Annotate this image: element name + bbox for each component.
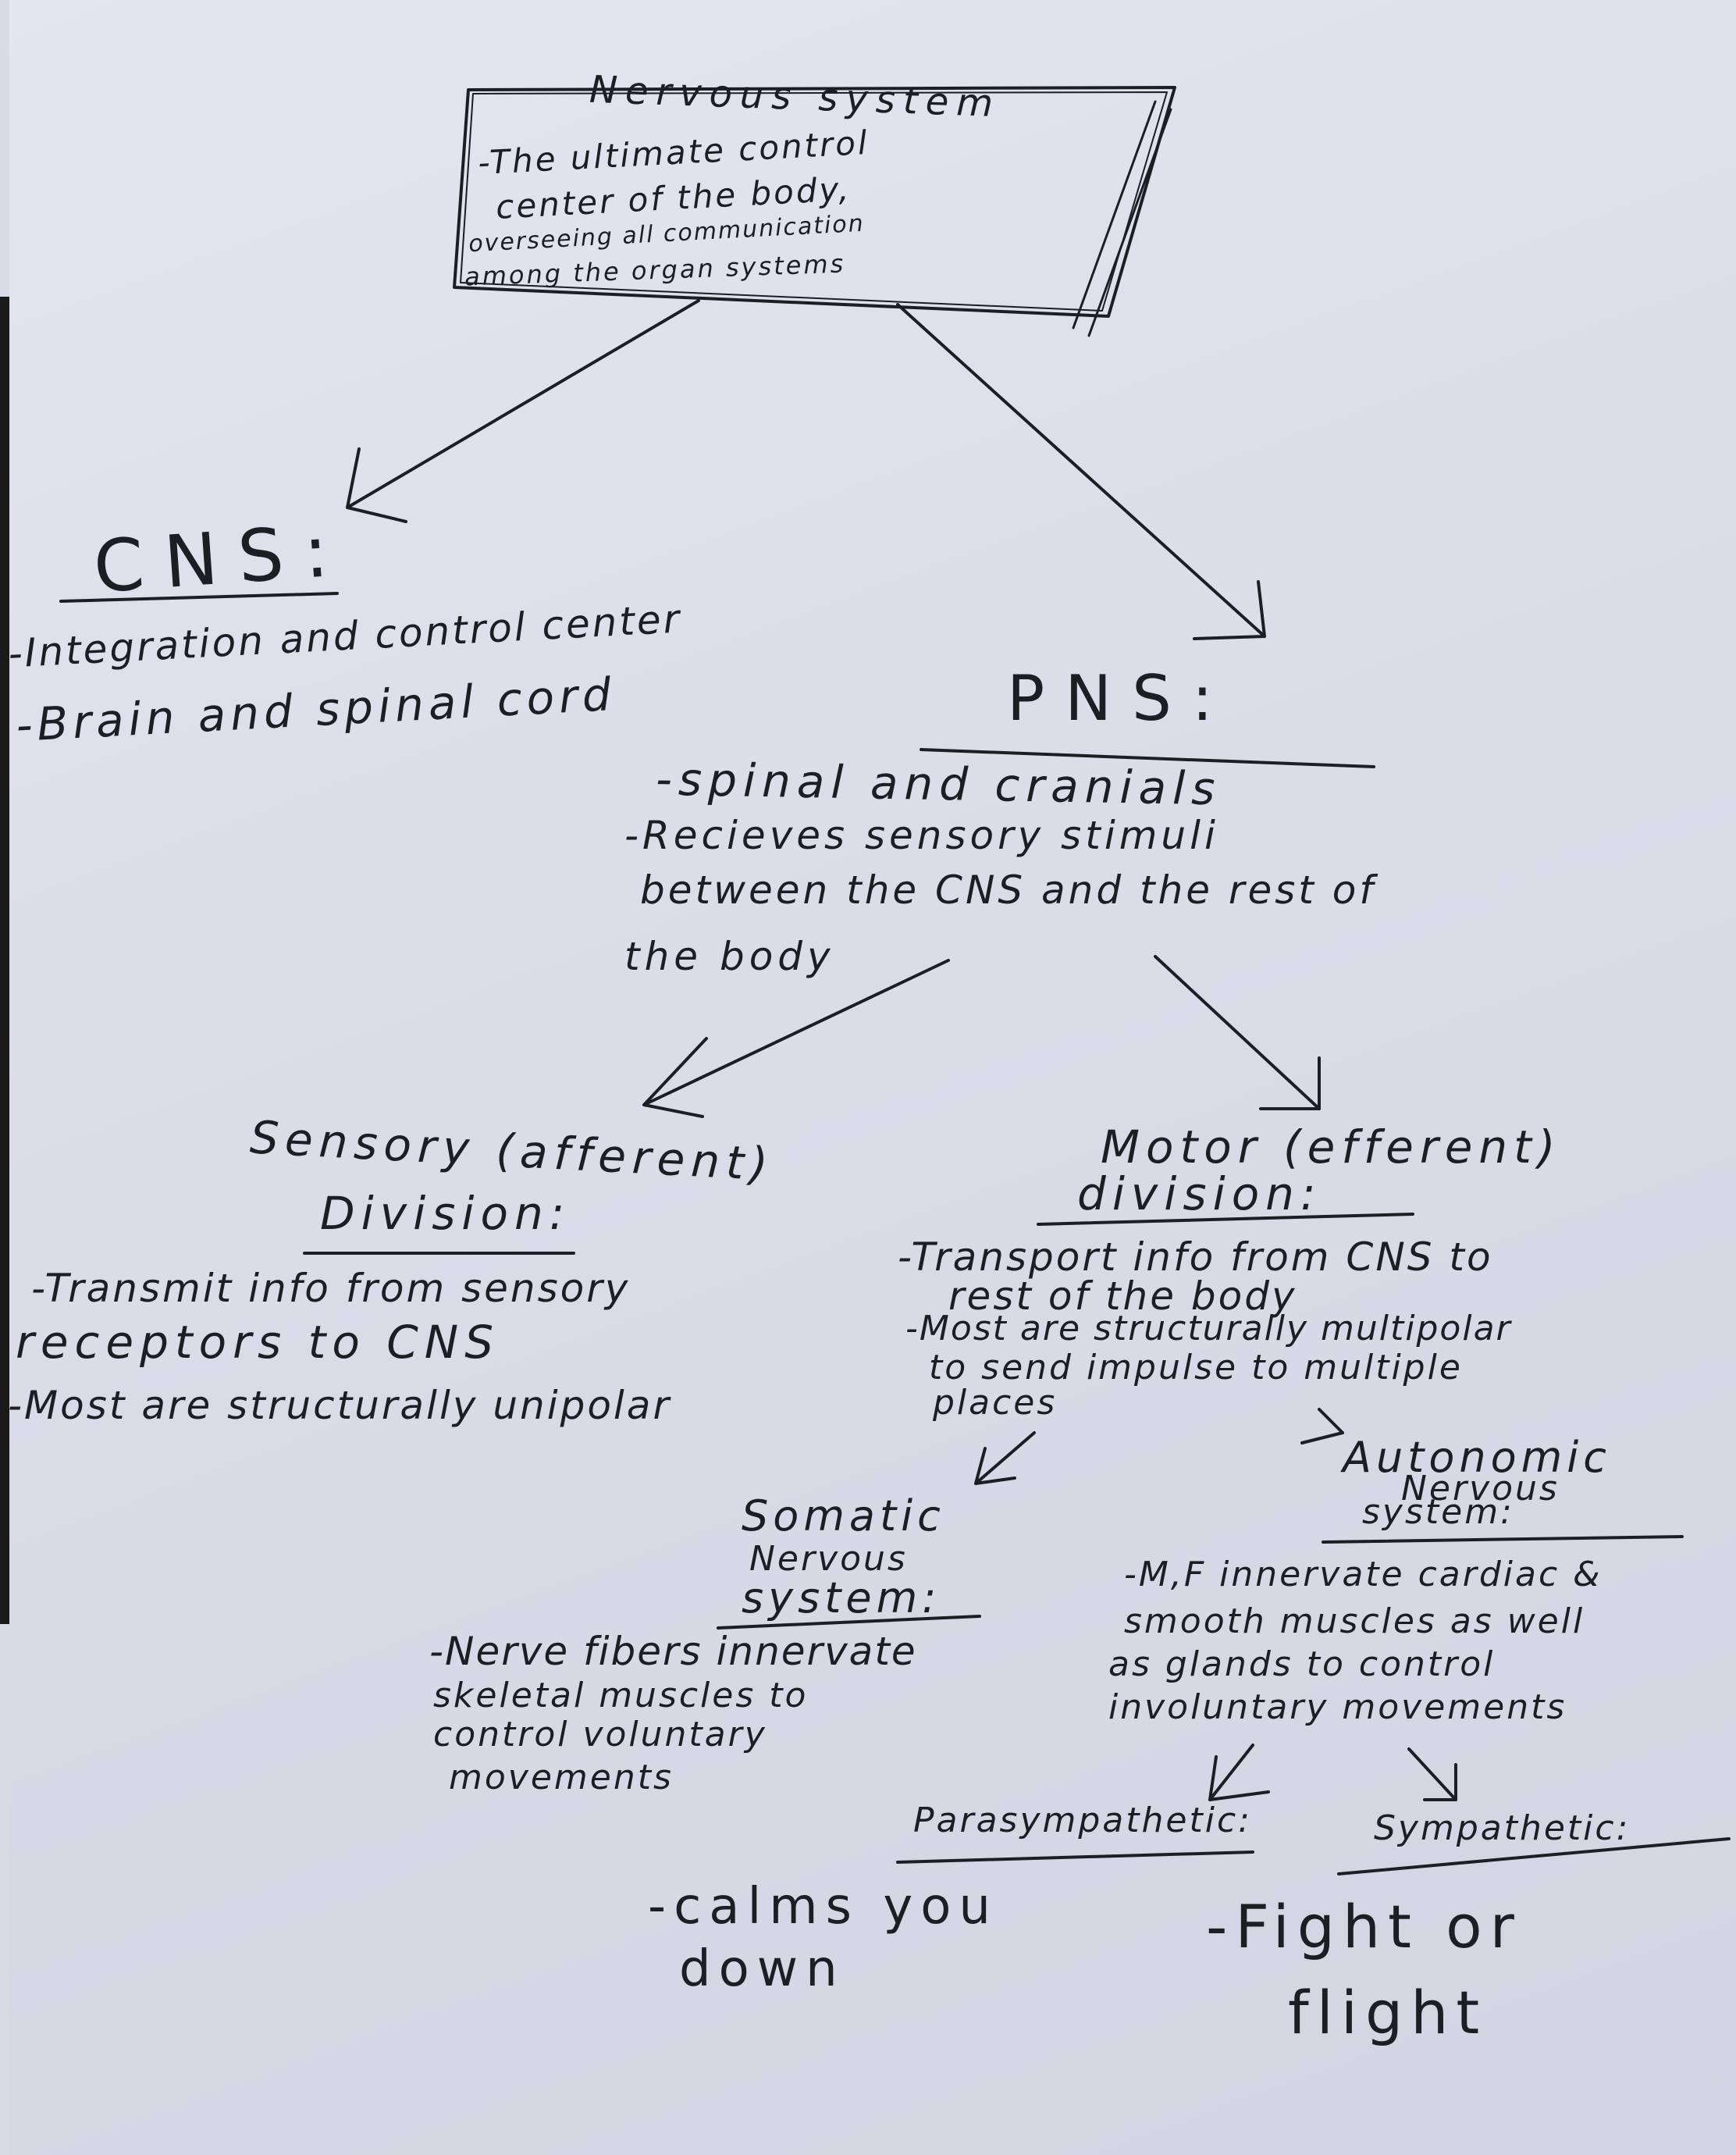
root-box-scribble (1072, 100, 1172, 337)
somatic-item-1: -Nerve fibers innervate (429, 1629, 917, 1674)
somatic-heading: Somatic (742, 1491, 945, 1541)
pns-item-1: -spinal and cranials (655, 752, 1222, 816)
motor-heading-2: division: (1077, 1167, 1322, 1220)
arrow-motor-to-somatic (974, 1431, 1036, 1485)
somatic-heading-2: Nervous (749, 1539, 908, 1579)
sensory-item-1: -Transmit info from sensory (31, 1266, 631, 1311)
autonomic-item-4: involuntary movements (1108, 1687, 1567, 1727)
somatic-item-3: control voluntary (433, 1715, 767, 1754)
autonomic-item-3: as glands to control (1108, 1644, 1496, 1684)
motor-item-3: -Most are structurally multipolar (905, 1309, 1512, 1348)
pns-item-2: -Recieves sensory stimuli (624, 813, 1219, 858)
parasympathetic-underline (896, 1850, 1254, 1864)
parasympathetic-item-2: down (679, 1940, 845, 1998)
motor-item-5: places (933, 1383, 1058, 1423)
pns-item-3: between the CNS and the rest of (640, 867, 1376, 913)
autonomic-heading-2: Nervous (1401, 1469, 1560, 1508)
sensory-item-2: receptors to CNS (16, 1316, 500, 1369)
dark-edge (0, 297, 9, 1624)
sympathetic-item-2: flight (1288, 1978, 1488, 2047)
sensory-heading-2: Division: (320, 1187, 571, 1240)
arrow-to-sympathetic (1407, 1747, 1457, 1801)
pns-underline (920, 748, 1375, 768)
autonomic-item-1: -M,F innervate cardiac & (1124, 1555, 1603, 1594)
somatic-underline (717, 1615, 981, 1630)
autonomic-underline (1322, 1535, 1684, 1544)
motor-heading: Motor (efferent) (1101, 1120, 1562, 1174)
somatic-heading-3: system: (742, 1573, 941, 1622)
arrow-to-parasympathetic (1208, 1744, 1270, 1801)
pns-heading: PNS: (1007, 662, 1233, 735)
somatic-item-2: skeletal muscles to (433, 1676, 809, 1715)
parasympathetic-item-1: -calms you (648, 1878, 998, 1936)
sensory-item-3: -Most are structurally unipolar (8, 1383, 672, 1428)
somatic-item-4: movements (449, 1758, 674, 1797)
sympathetic-heading: Sympathetic: (1374, 1808, 1631, 1848)
arrow-pns-to-sensory (642, 959, 950, 1118)
root-box (453, 86, 1176, 318)
motor-item-4: to send impulse to multiple (929, 1348, 1463, 1387)
autonomic-item-2: smooth muscles as well (1124, 1601, 1585, 1641)
motor-underline (1037, 1213, 1414, 1226)
pns-item-4: the body (624, 934, 835, 979)
autonomic-heading-3: system: (1362, 1492, 1514, 1532)
root-box-retrace (460, 91, 1168, 312)
cns-heading: CNS: (91, 508, 351, 610)
autonomic-heading: Autonomic (1343, 1433, 1611, 1482)
arrow-motor-to-autonomic (1300, 1408, 1344, 1444)
sympathetic-underline (1337, 1837, 1731, 1875)
arrow-pns-to-motor (1154, 955, 1321, 1110)
parasympathetic-heading: Parasympathetic: (913, 1801, 1252, 1840)
motor-item-2: rest of the body (948, 1273, 1297, 1319)
motor-item-1: -Transport info from CNS to (898, 1234, 1493, 1280)
arrow-root-to-pns (896, 303, 1266, 640)
paper-background (9, 0, 1736, 2155)
cns-underline (59, 592, 339, 603)
arrow-root-to-cns (346, 299, 700, 523)
sympathetic-item-1: -Fight or (1206, 1892, 1522, 1961)
